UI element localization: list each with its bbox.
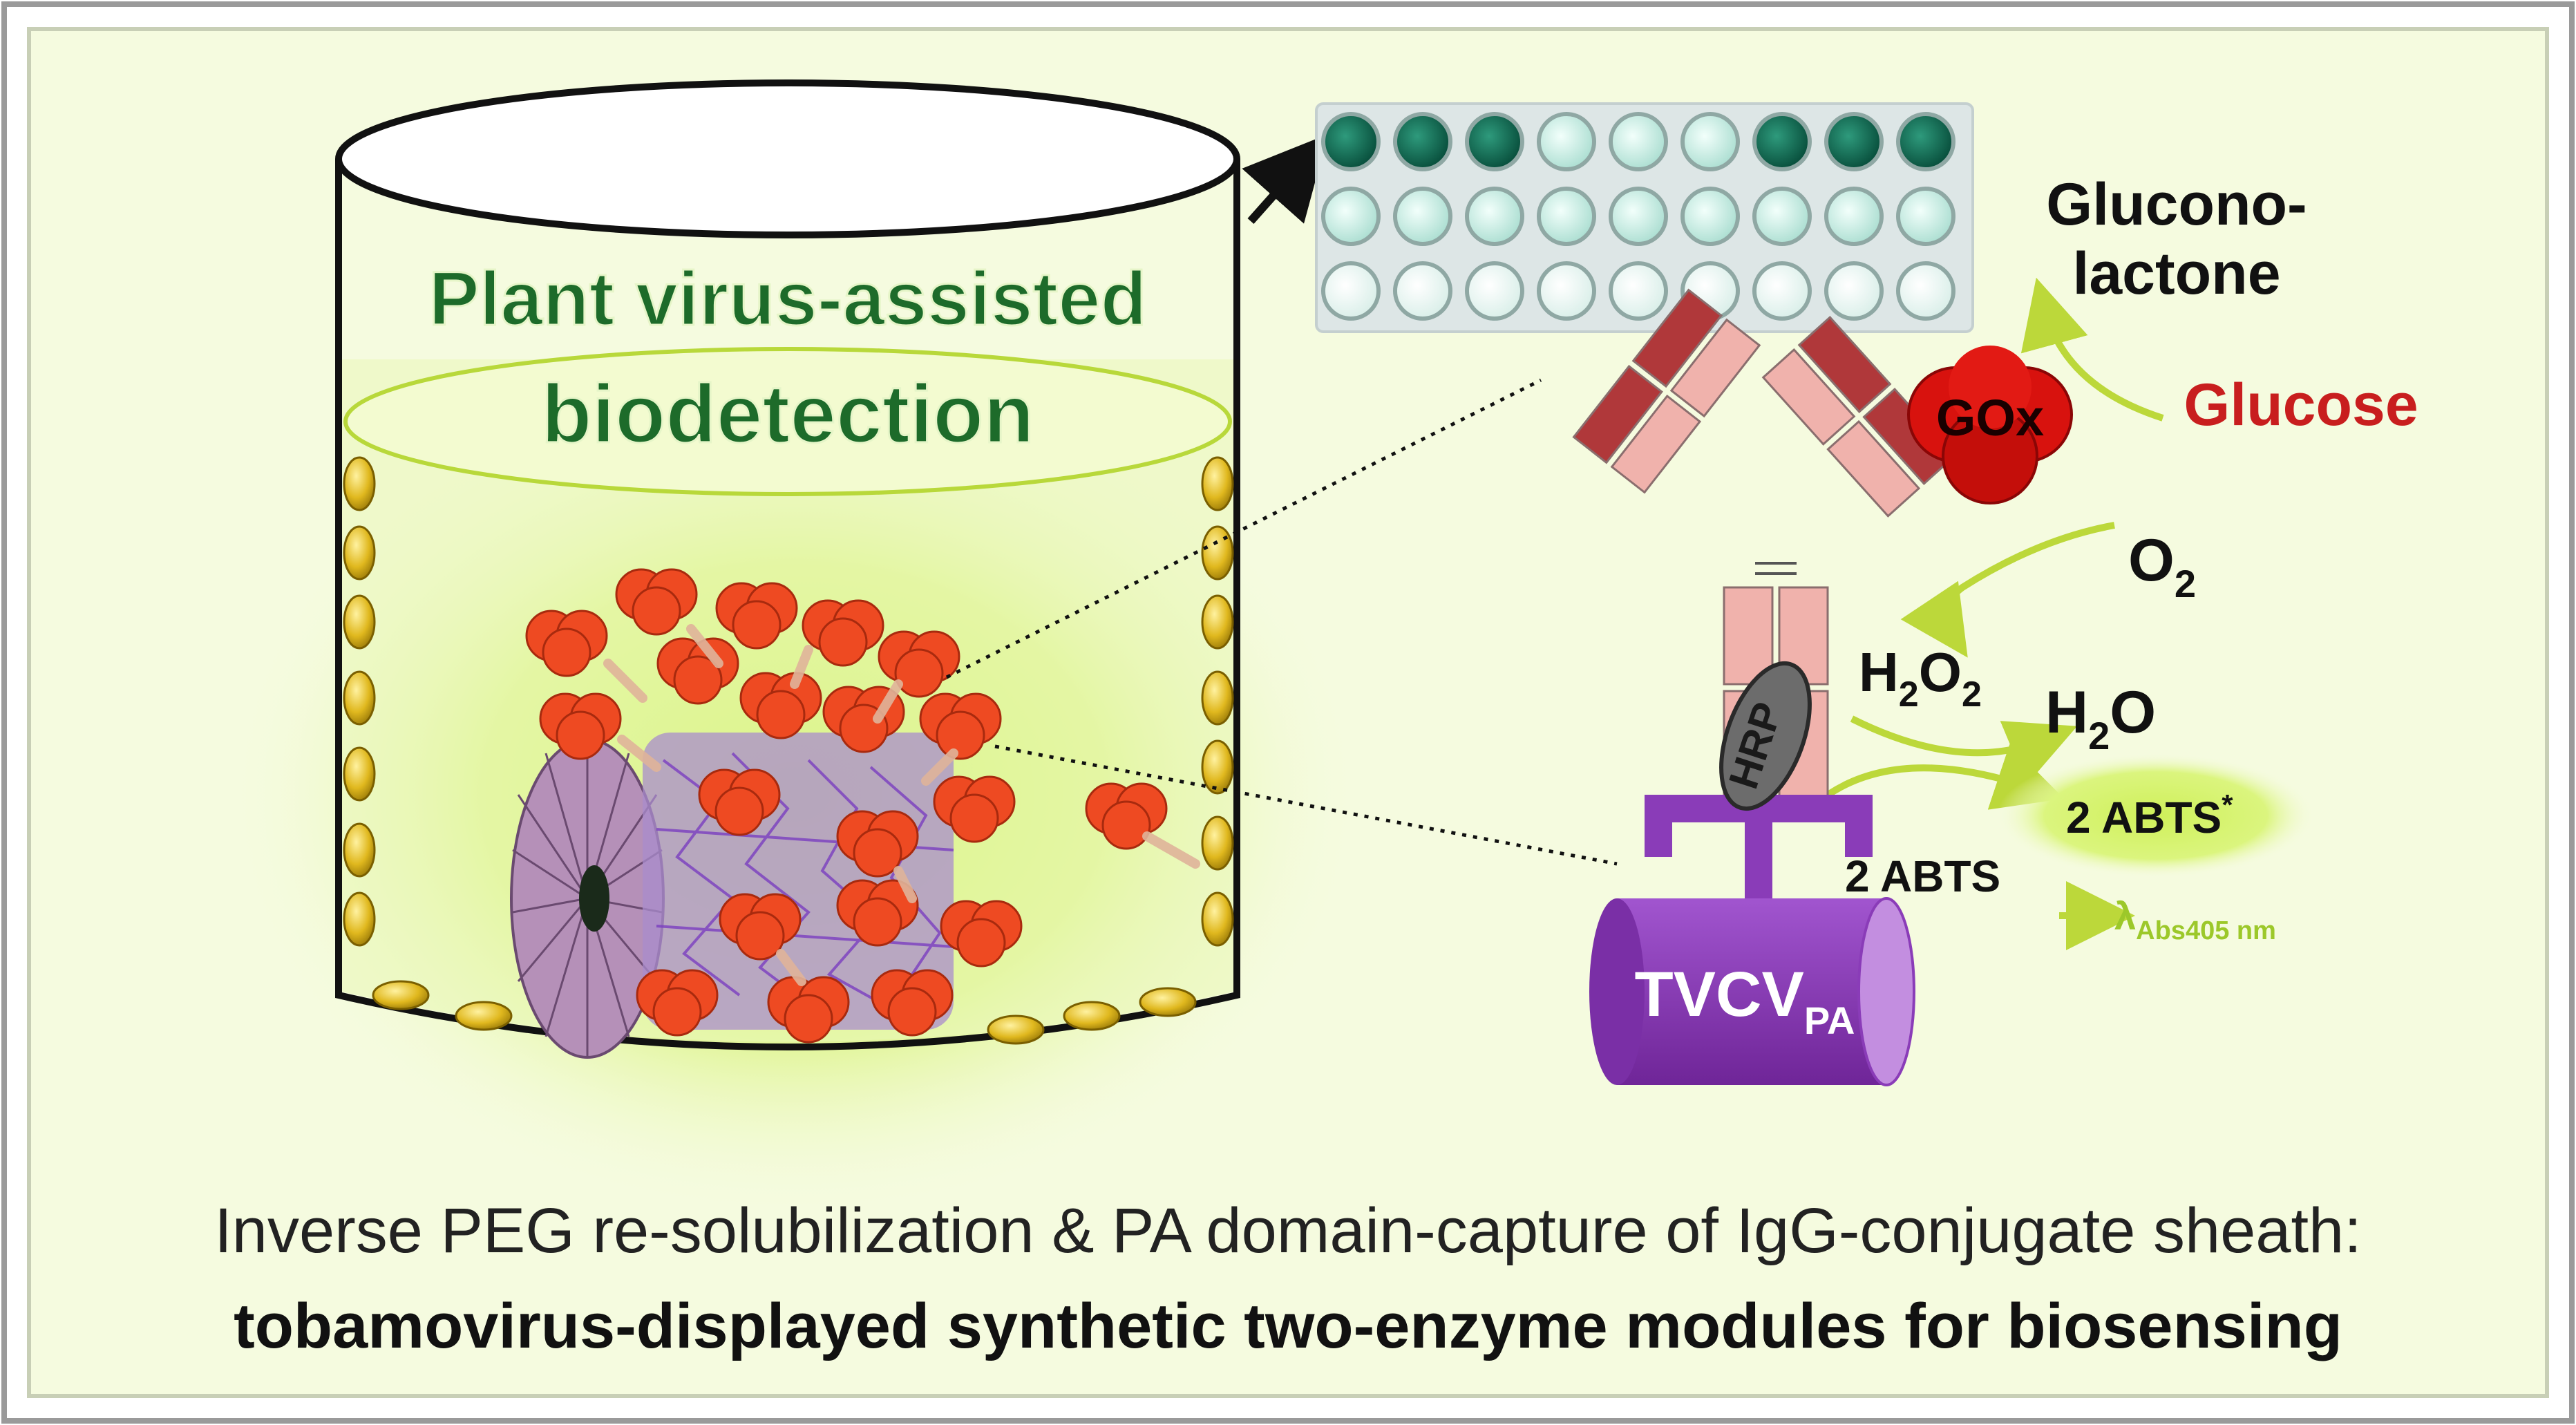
- plate-well-pale: [1393, 261, 1452, 321]
- h2o-label: H2O: [2045, 679, 2156, 757]
- abts-product-glow: [1997, 753, 2315, 878]
- plate-well-light: [1537, 187, 1596, 246]
- hrp-enzyme: [1719, 661, 1812, 811]
- zoom-line-top: [945, 378, 1542, 679]
- plate-well-light: [1680, 187, 1740, 246]
- antibody-linkers: [603, 624, 1200, 986]
- caption-line-1: Inverse PEG re-solubilization & PA domai…: [214, 1196, 2362, 1266]
- tvcv-label: TVCVPA: [1634, 959, 1855, 1042]
- plate-well-dark: [1321, 112, 1381, 171]
- o2-label: O2: [2128, 527, 2196, 605]
- plate-well-pale: [1321, 261, 1381, 321]
- plate-well-light: [1393, 187, 1452, 246]
- abts-substrate-label: 2 ABTS: [1845, 851, 2000, 901]
- arrow-o2-to-h2o2: [1900, 522, 2115, 658]
- enzyme-conjugates: [525, 568, 1168, 1044]
- h2o2-label: H2O2: [1859, 641, 1982, 715]
- gold-particles: [343, 456, 1234, 1045]
- plate-well-dark: [1896, 112, 1955, 171]
- plate-well-dark: [1465, 112, 1524, 171]
- plate-well-light: [1824, 187, 1884, 246]
- plate-well-light: [1321, 187, 1381, 246]
- plate-well-light: [1609, 112, 1668, 171]
- plate-well-pale: [1465, 261, 1524, 321]
- glucose-label: Glucose: [2184, 372, 2418, 438]
- gluconolactone-label-2: lactone: [2072, 240, 2280, 307]
- title-line-2: biodetection: [541, 368, 1034, 460]
- tvcv-particle: [1589, 897, 1915, 1086]
- plate-well-light: [1752, 187, 1812, 246]
- plate-well-dark: [1393, 112, 1452, 171]
- abts-product-label: 2 ABTS*: [2066, 789, 2233, 842]
- virus-particle-disk: [510, 738, 665, 1059]
- microplate: [1315, 102, 1974, 333]
- plate-well-pale: [1824, 261, 1884, 321]
- plate-well-light: [1896, 187, 1955, 246]
- plate-well-light: [1537, 112, 1596, 171]
- plate-well-pale: [1609, 261, 1668, 321]
- plate-well-dark: [1752, 112, 1812, 171]
- plate-well-light: [1465, 187, 1524, 246]
- plate-well-light: [1609, 187, 1668, 246]
- plate-well-dark: [1824, 112, 1884, 171]
- arrow-glucose-to-gluconolactone: [2020, 277, 2164, 422]
- plate-well-pale: [1752, 261, 1812, 321]
- gox-enzyme: [1907, 346, 2073, 504]
- liquid-surface: [343, 347, 1232, 496]
- tvcv-subscript: PA: [1804, 999, 1855, 1042]
- gluconolactone-label-1: Glucono-: [2046, 171, 2307, 238]
- plate-well-light: [1680, 112, 1740, 171]
- title-line-1: Plant virus-assisted: [428, 256, 1146, 341]
- arrow-abts-to-abts-star: [1808, 744, 2065, 811]
- plate-arrow: [1242, 134, 1328, 224]
- caption-line-2: tobamovirus-displayed synthetic two-enzy…: [234, 1291, 2342, 1361]
- absorbance-label: λAbs405 nm: [2114, 894, 2276, 945]
- plate-well-pale: [1537, 261, 1596, 321]
- gox-label: GOx: [1936, 389, 2044, 446]
- plate-well-pale: [1896, 261, 1955, 321]
